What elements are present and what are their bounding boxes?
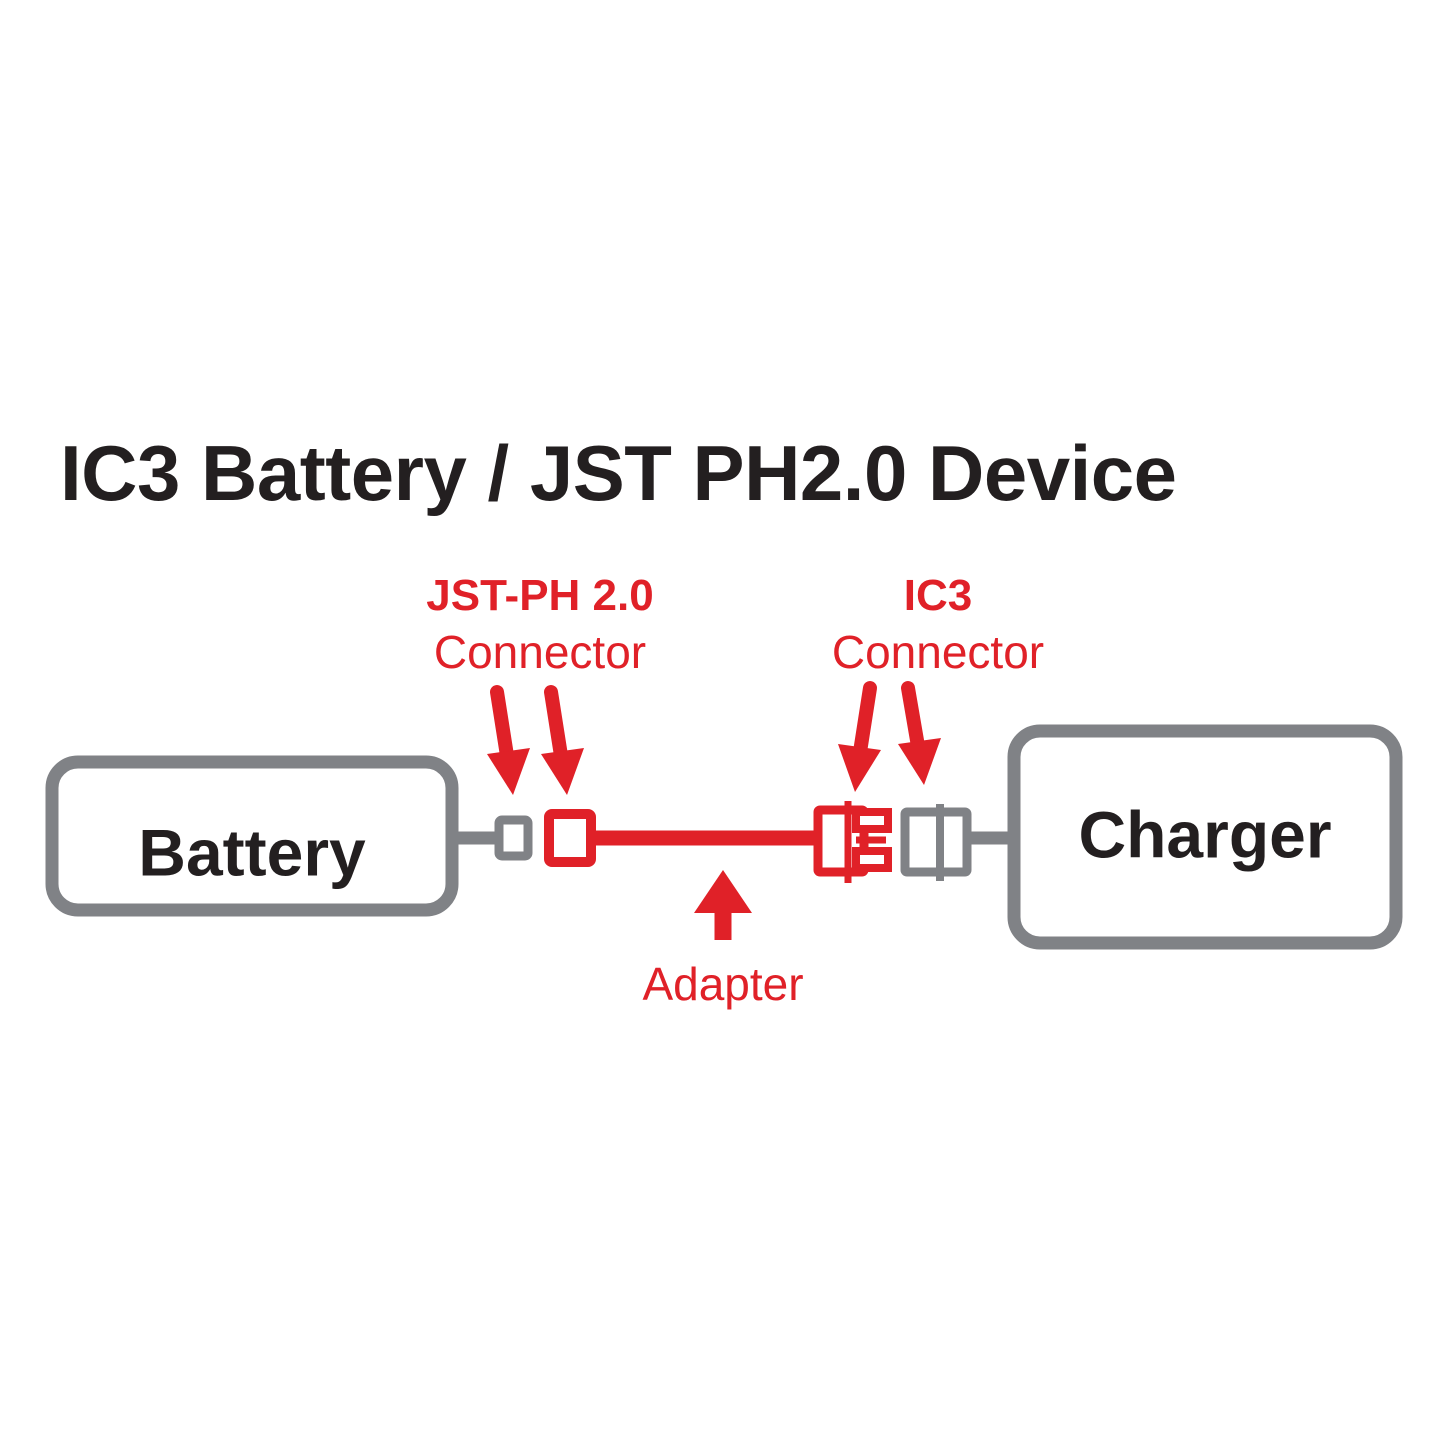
callout-adapter: Adapter (642, 870, 804, 1010)
ic3-red-prong-lower (852, 847, 892, 872)
callout-jst-line2: Connector (434, 626, 646, 678)
arrow-down-icon (541, 685, 584, 795)
ic3-connector-gray-icon (900, 804, 972, 881)
arrow-up-icon (694, 870, 752, 940)
arrow-down-icon (898, 681, 941, 785)
jst-ph-plug-red-icon (544, 809, 596, 867)
page-title: IC3 Battery / JST PH2.0 Device (60, 429, 1177, 517)
callout-adapter-label: Adapter (642, 958, 803, 1010)
battery-label: Battery (138, 815, 366, 889)
ic3-connector-red-icon (813, 801, 892, 883)
arrow-down-icon (838, 681, 881, 792)
callout-jst-line1: JST-PH 2.0 (426, 571, 653, 620)
jst-ph-plug-red-body (544, 809, 596, 867)
callout-ic3-line1: IC3 (904, 571, 972, 620)
charger-node: Charger (1007, 724, 1403, 950)
callout-ic3-line2: Connector (832, 626, 1044, 678)
ic3-red-prong-upper (852, 808, 892, 833)
callout-ic3-arrows (838, 681, 941, 792)
jst-ph-plug-gray-body (494, 815, 533, 861)
battery-node: Battery (45, 755, 459, 917)
charger-label: Charger (1078, 797, 1331, 871)
arrow-down-icon (487, 685, 530, 795)
callout-ic3: IC3 Connector (832, 571, 1044, 678)
callout-jst-arrows (487, 685, 584, 795)
jst-ph-plug-gray-icon (494, 815, 533, 861)
callout-jst: JST-PH 2.0 Connector (426, 571, 653, 678)
